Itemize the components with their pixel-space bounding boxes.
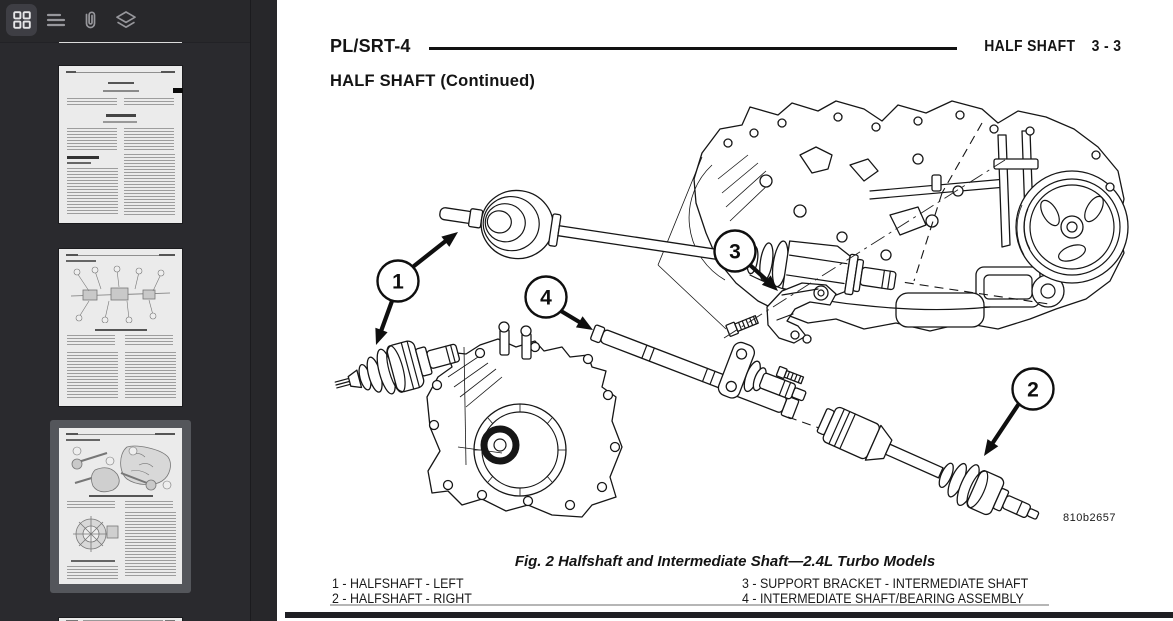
thumbnails-button[interactable] xyxy=(6,4,37,36)
thumbnail-panel[interactable] xyxy=(0,42,250,621)
sidebar-toolbar xyxy=(0,0,250,43)
figure-caption: Fig. 2 Halfshaft and Intermediate Shaft—… xyxy=(514,553,936,570)
legend-divider-line xyxy=(330,604,1049,606)
intermediate-shaft-art xyxy=(590,324,800,420)
bearing-assembly-art xyxy=(717,341,807,402)
figure-legend-right: 3 - SUPPORT BRACKET - INTERMEDIATE SHAFT… xyxy=(742,576,1028,606)
sidebar xyxy=(0,0,251,621)
grid-icon xyxy=(12,11,31,29)
header-rule xyxy=(429,47,957,50)
transaxle-art xyxy=(426,321,623,518)
viewer-gutter xyxy=(251,0,277,621)
callout-3: 3 xyxy=(713,229,778,291)
halfshaft-figure: 1 4 3 2 xyxy=(334,100,1129,520)
bracket-bolt-art xyxy=(725,315,759,337)
callout-4-number: 4 xyxy=(540,287,552,310)
section-heading: HALF SHAFT (Continued) xyxy=(330,72,536,90)
callout-1: 1 xyxy=(375,232,458,345)
halfshaft-right-art xyxy=(816,406,1040,520)
thumbnail-page-1[interactable] xyxy=(59,66,183,223)
layers-icon xyxy=(115,10,137,30)
thumbnail-selected-frame xyxy=(50,420,191,593)
legend-item-4: 4 - INTERMEDIATE SHAFT/BEARING ASSEMBLY xyxy=(742,591,1024,606)
list-icon xyxy=(46,11,66,29)
figure-legend-left: 1 - HALFSHAFT - LEFT 2 - HALFSHAFT - RIG… xyxy=(332,576,472,606)
thumbnail-page-2[interactable] xyxy=(59,249,182,406)
attachments-button[interactable] xyxy=(74,4,105,36)
thumbnail-bearing-diagram xyxy=(73,516,119,552)
running-header-right: HALF SHAFT 3 - 3 xyxy=(984,38,1121,56)
callout-3-number: 3 xyxy=(729,241,741,264)
page-gap-band xyxy=(285,612,1173,618)
paperclip-icon xyxy=(80,9,100,31)
outline-button[interactable] xyxy=(40,4,71,36)
callout-2: 2 xyxy=(984,367,1055,456)
legend-item-3: 3 - SUPPORT BRACKET - INTERMEDIATE SHAFT xyxy=(742,576,1029,591)
header-page-number: 3 - 3 xyxy=(1091,38,1121,55)
running-header-left: PL/SRT-4 xyxy=(330,36,411,56)
header-section-title: HALF SHAFT xyxy=(983,38,1076,55)
figure-image-code: 810b2657 xyxy=(1063,512,1116,524)
engine-assembly-art xyxy=(657,100,1129,332)
document-page: PL/SRT-4 HALF SHAFT 3 - 3 HALF SHAFT (Con… xyxy=(277,0,1173,621)
thumbnail-halfshaft-diagram xyxy=(71,445,172,493)
legend-item-1: 1 - HALFSHAFT - LEFT xyxy=(332,576,464,591)
halfshaft-left-outer-joint-art xyxy=(334,340,461,395)
legend-item-2: 2 - HALFSHAFT - RIGHT xyxy=(332,591,472,606)
callout-2-number: 2 xyxy=(1027,379,1039,402)
callout-1-number: 1 xyxy=(392,271,404,294)
thumbnail-partial-top[interactable] xyxy=(59,42,182,43)
bearing-bolt-art xyxy=(775,365,805,385)
thumbnail-exploded-diagram xyxy=(70,265,171,323)
section-edge-tab xyxy=(173,88,183,93)
layers-button[interactable] xyxy=(110,4,141,36)
thumbnail-page-3[interactable] xyxy=(59,428,182,584)
callout-4: 4 xyxy=(524,275,593,330)
